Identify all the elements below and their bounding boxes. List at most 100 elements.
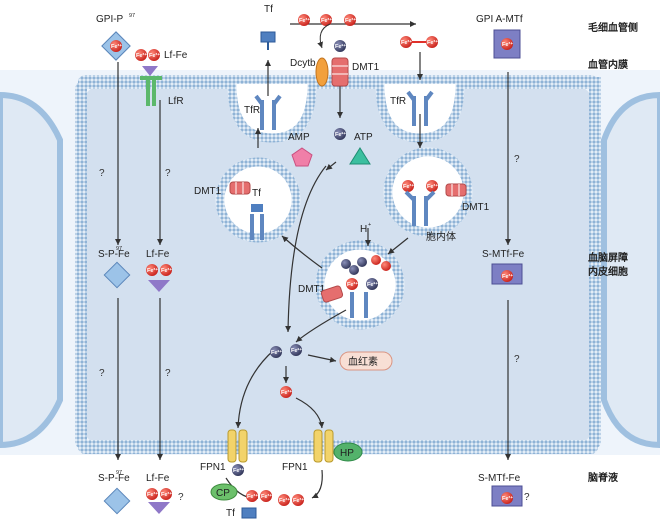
apical-transport: Tf Fe³⁺ Fe³⁺ Fe³⁺ Fe²⁺ Fe³⁺ Fe³⁺ Dcytb D…	[260, 4, 438, 87]
fe-glyph: Fe³⁺	[502, 41, 513, 48]
capillary-side-label: 毛细血管侧	[588, 21, 638, 34]
arrows	[115, 21, 511, 502]
fe-glyph: Fe³⁺	[147, 491, 158, 498]
recycling-endosome	[215, 157, 301, 243]
dmt1-acidic-protein	[320, 285, 344, 303]
h-plus-superscript: +	[368, 222, 371, 228]
dcytb-label: Dcytb	[290, 58, 316, 69]
tf-endosome-protein	[251, 204, 263, 212]
question-mark: ?	[514, 354, 520, 365]
fpn1-right-label: FPN1	[282, 462, 308, 473]
fe-glyph: Fe²⁺	[335, 43, 346, 50]
question-mark: ?	[524, 492, 530, 503]
recycling-endosome-content: DMT1 Tf	[194, 181, 264, 240]
left-membrane-band	[75, 82, 87, 448]
question-mark: ?	[178, 492, 184, 503]
cp-protein	[210, 483, 238, 501]
fe-glyph: Fe³⁺	[345, 17, 356, 24]
fe-glyph: Fe²⁺	[233, 467, 244, 474]
lactoferrin-shape	[142, 66, 158, 76]
gpi-amtf-label: GPI A-MTf	[476, 14, 523, 25]
lf-fe-label: Lf-Fe	[164, 50, 188, 61]
gpi-amtf-protein	[493, 29, 521, 59]
heme-box	[339, 351, 393, 371]
question-mark: ?	[514, 154, 520, 165]
tf-endosome-label: Tf	[252, 188, 261, 199]
lf-fe-label-csf: Lf-Fe	[146, 473, 170, 484]
atp-label: ATP	[354, 132, 373, 143]
tf-protein	[260, 31, 276, 43]
tfr-receptors: TfR TfR	[244, 90, 434, 130]
fe-glyph: Fe³⁺	[261, 493, 272, 500]
dcytb-protein	[315, 57, 329, 87]
s-p-fe-label-mid: S-P-Fe	[98, 249, 130, 260]
s-p-fe-superscript-mid: 97	[116, 246, 122, 252]
hp-protein	[333, 442, 363, 462]
cp-label: CP	[216, 488, 230, 499]
fe-glyph: Fe³⁺	[147, 267, 158, 274]
gpi-p-complex: GPI-P 97 Fe³⁺	[96, 13, 135, 61]
lf-fe-label-mid: Lf-Fe	[146, 249, 170, 260]
right-neighbor-cell	[601, 91, 660, 449]
amp-pentagon	[291, 147, 313, 167]
fpn1-left-label: FPN1	[200, 462, 226, 473]
tfr-label-left: TfR	[244, 105, 260, 116]
fe-glyph: Fe²⁺	[291, 347, 302, 354]
fe-glyph: Fe³⁺	[281, 389, 292, 396]
dmt1-right-protein	[445, 183, 467, 197]
atp-triangle	[349, 147, 371, 165]
csf-label: 脑脊液	[588, 471, 618, 484]
gpi-p-superscript: 97	[129, 13, 135, 19]
fe-glyph: Fe³⁺	[161, 267, 172, 274]
energy-molecules: AMP Fe²⁺ ATP	[288, 128, 373, 167]
fe-glyph: Fe²⁺	[271, 349, 282, 356]
gpi-p-label: GPI-P	[96, 14, 124, 25]
dmt1-acidic-label: DMT1	[298, 284, 326, 295]
amp-label: AMP	[288, 132, 310, 143]
fe-glyph: Fe³⁺	[136, 52, 147, 59]
fe-glyph: Fe²⁺	[367, 281, 378, 288]
left-neighbor-cell	[0, 91, 63, 449]
bbb-label-line1: 血脑屏障	[588, 251, 628, 264]
question-mark: ?	[165, 368, 171, 379]
s-p-fe-superscript-csf: 97	[116, 470, 122, 476]
fe-glyph: Fe³⁺	[293, 497, 304, 504]
s-mtf-fe-label-mid: S-MTf-Fe	[482, 249, 525, 260]
fe-glyph: Fe²⁺	[335, 131, 346, 138]
endothelium-label: 血管内膜	[588, 58, 628, 71]
tf-csf-protein	[241, 507, 257, 519]
s-mtf-fe-label-csf: S-MTf-Fe	[478, 473, 521, 484]
question-mark: ?	[99, 168, 105, 179]
heme-label: 血红素	[348, 355, 378, 368]
fe-glyph: Fe³⁺	[401, 39, 412, 46]
dmt1-apical	[331, 57, 349, 87]
early-endosome-content: Fe³⁺ Fe³⁺ DMT1 胞内体	[402, 180, 490, 243]
left-complexes: S-P-Fe 97 Lf-Fe Fe³⁺ Fe³⁺ S-P-Fe 97 Lf-F…	[98, 246, 184, 515]
fe-glyph: Fe³⁺	[427, 39, 438, 46]
dmt1-right-label: DMT1	[462, 202, 490, 213]
endosomes	[215, 147, 473, 330]
dmt1-left-protein	[229, 181, 251, 195]
lf-fe-complex: Fe³⁺ Fe³⁺ Lf-Fe LfR	[135, 49, 188, 107]
fe-glyph: Fe³⁺	[347, 281, 358, 288]
s-p-fe-label-csf: S-P-Fe	[98, 473, 130, 484]
fe-glyph: Fe³⁺	[279, 497, 290, 504]
mtf-column: GPI A-MTf Fe³⁺ S-MTf-Fe Fe³⁺ S-MTf-Fe Fe…	[476, 14, 530, 507]
dmt1-left-label: DMT1	[194, 186, 222, 197]
acidic-endosome-content: H + Fe³⁺ Fe²⁺ DMT1	[298, 222, 391, 318]
dmt1-apical-label: DMT1	[352, 62, 380, 73]
early-endosome	[383, 147, 473, 237]
basal-iron: Fe²⁺ CP Fe³⁺ Fe³⁺ Fe³⁺ Fe³⁺ Tf	[210, 464, 304, 519]
fe-glyph: Fe³⁺	[321, 17, 332, 24]
lfr-label: LfR	[168, 96, 184, 107]
h-plus-label: H	[360, 224, 367, 235]
tf-top-label: Tf	[264, 4, 273, 15]
fe-glyph: Fe³⁺	[427, 183, 438, 190]
bbb-label-line2: 内皮细胞	[588, 265, 628, 278]
fe-glyph: Fe³⁺	[502, 273, 513, 280]
fe-glyph: Fe³⁺	[149, 52, 160, 59]
ferroportin-exporters: FPN1 FPN1 HP	[200, 429, 363, 473]
cytosolic-iron: Fe²⁺ Fe²⁺ 血红素 Fe³⁺	[270, 344, 393, 398]
